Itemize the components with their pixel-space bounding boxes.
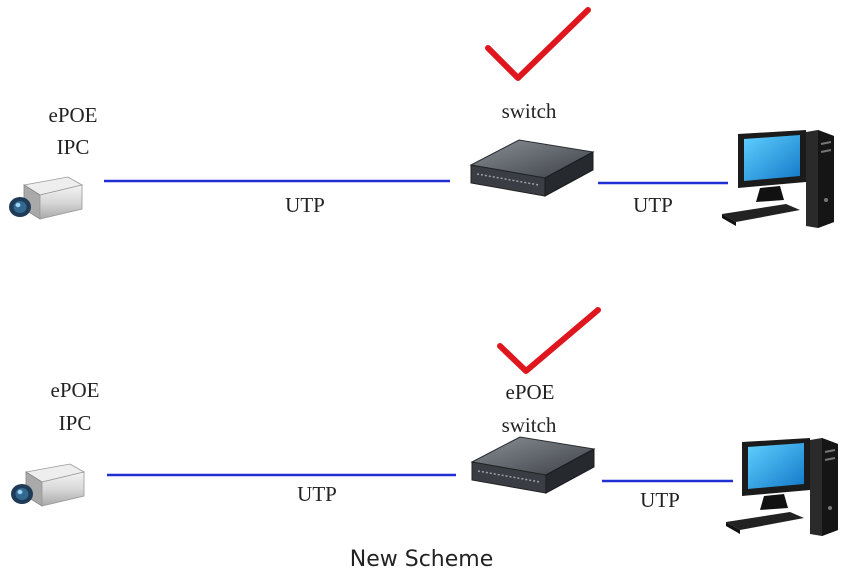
- top-right-cable-label: UTP: [633, 193, 673, 217]
- bottom-camera-label-line2: IPC: [58, 411, 92, 435]
- bottom-left-cable-label: UTP: [297, 482, 337, 506]
- top-checkmark-icon: [485, 7, 591, 81]
- top-camera-label-line1: ePOE: [48, 103, 98, 127]
- bottom-switch-icon: [471, 436, 595, 494]
- top-camera-icon: [8, 176, 83, 220]
- top-left-cable-label: UTP: [285, 193, 325, 217]
- top-camera-label-line2: IPC: [56, 135, 90, 159]
- bottom-checkmark-icon: [497, 307, 601, 374]
- bottom-camera-icon: [10, 463, 85, 507]
- bottom-right-cable-label: UTP: [640, 488, 680, 512]
- bottom-switch-label-line2: switch: [501, 413, 557, 437]
- bottom-camera-label-line1: ePOE: [50, 378, 100, 402]
- bottom-switch-label-line1: ePOE: [505, 380, 555, 404]
- diagram-caption: New Scheme: [349, 547, 494, 572]
- bottom-computer-icon: [725, 437, 839, 537]
- top-switch-label: switch: [501, 99, 557, 123]
- top-switch-icon: [470, 139, 594, 197]
- top-computer-icon: [721, 129, 835, 229]
